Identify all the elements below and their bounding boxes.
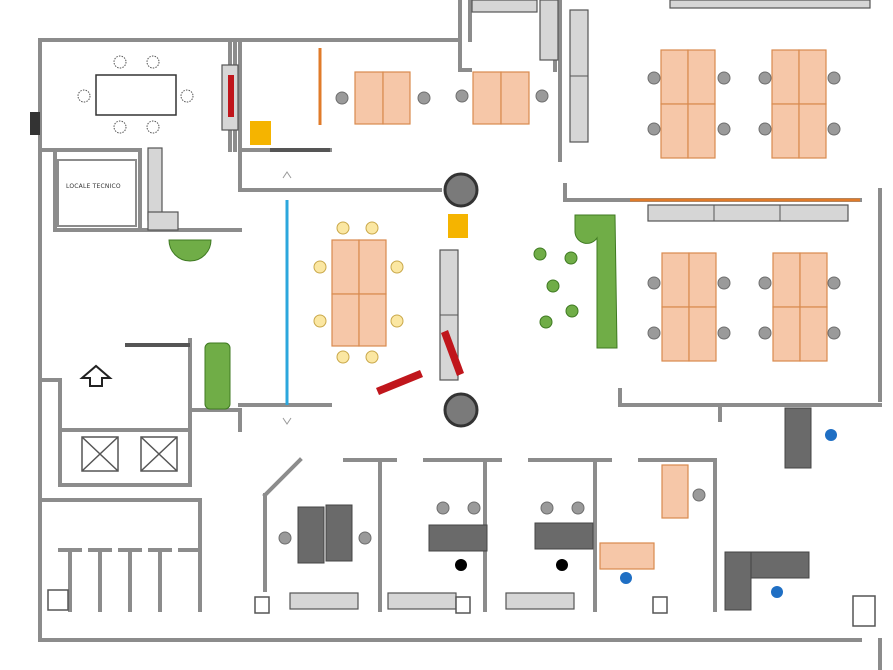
arrow-icon xyxy=(79,364,113,387)
stairs-icon xyxy=(30,112,40,135)
pillars xyxy=(47,589,876,627)
blue-dots xyxy=(620,429,837,598)
office-chairs xyxy=(278,71,841,545)
elevator-icon xyxy=(81,436,178,472)
walls xyxy=(38,0,882,670)
yellow-markers xyxy=(250,121,468,238)
technical-room-label: LOCALE TECNICO xyxy=(66,183,121,190)
conference-chairs xyxy=(313,221,404,364)
dark-furniture xyxy=(297,407,812,611)
column-top xyxy=(443,172,479,208)
cabinet-dividers xyxy=(440,75,781,316)
meeting-table-top-left xyxy=(77,55,194,134)
wall-accents xyxy=(125,148,330,347)
black-dots xyxy=(455,559,568,571)
door-ticks xyxy=(282,171,292,425)
desks xyxy=(331,49,828,570)
technical-room-box xyxy=(57,159,137,227)
plants xyxy=(168,214,618,410)
column-bottom xyxy=(443,392,479,428)
red-markers xyxy=(228,75,464,395)
